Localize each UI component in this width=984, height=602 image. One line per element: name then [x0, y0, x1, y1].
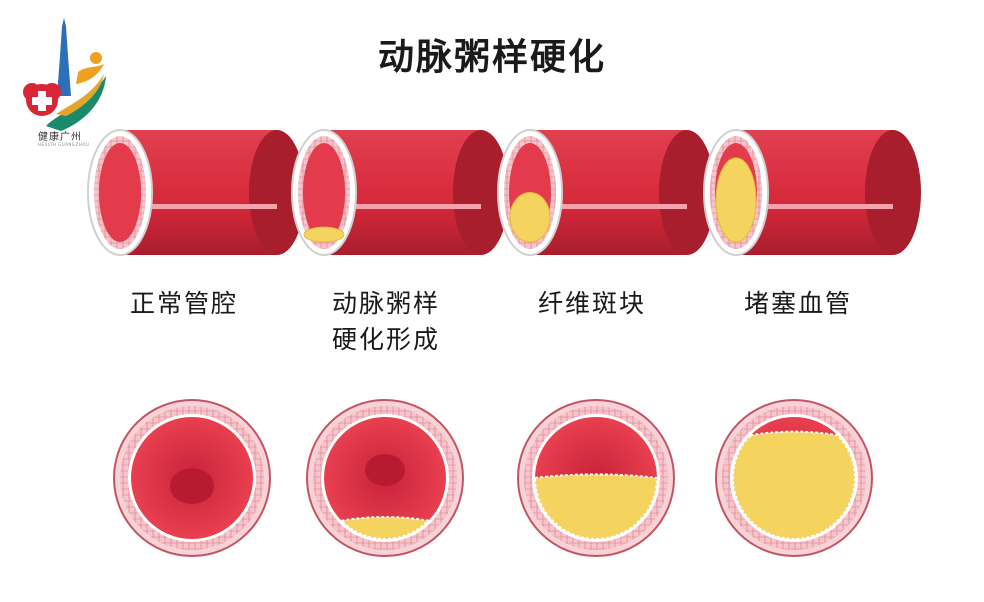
logo-name: 健康广州 [38, 132, 82, 143]
cross-plaque [533, 473, 659, 540]
diagram-title: 动脉粥样硬化 [377, 37, 606, 78]
vessel-highlight [120, 204, 277, 209]
vessel-plaque [715, 157, 757, 243]
stage-label-fibrous-plaque: 纤维斑块 [492, 286, 692, 322]
stage-2 [497, 129, 715, 557]
stage-3 [703, 129, 921, 557]
vessel-highlight [324, 204, 481, 209]
vessel-end [659, 130, 715, 255]
cross-plaque [339, 516, 431, 540]
vessel-lumen [303, 143, 345, 242]
cross-plaque [732, 430, 856, 540]
cross-lumen-center [365, 454, 405, 486]
logo-subtitle: HEALTH GUANGZHOU [38, 142, 90, 147]
vessel-end [249, 130, 305, 255]
vessel-end [865, 130, 921, 255]
stage-label-line1: 纤维斑块 [537, 289, 646, 318]
stage-0 [87, 129, 305, 557]
stage-label-line1: 正常管腔 [129, 289, 238, 318]
stage-label-forming: 动脉粥样 硬化形成 [286, 286, 486, 358]
vessel-plaque [303, 226, 345, 243]
vessel-highlight [736, 204, 893, 209]
vessel-plaque [509, 192, 551, 243]
stage-label-normal: 正常管腔 [84, 286, 284, 322]
stage-label-line2: 硬化形成 [331, 325, 440, 354]
vessel-lumen [99, 143, 141, 242]
vessel-highlight [530, 204, 687, 209]
vessel-end [453, 130, 509, 255]
stage-1 [291, 129, 509, 557]
stage-label-blocked: 堵塞血管 [698, 286, 898, 322]
cross-lumen-center [170, 468, 214, 504]
stage-label-line1: 动脉粥样 [331, 289, 440, 318]
stage-label-line1: 堵塞血管 [743, 289, 852, 318]
health-guangzhou-logo [16, 16, 116, 156]
